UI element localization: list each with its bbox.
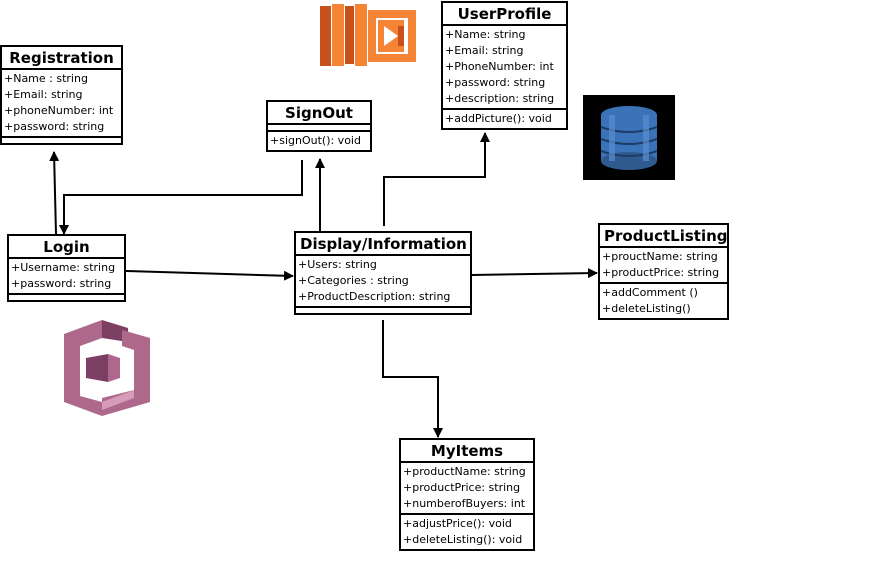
attribute: +password: string	[4, 120, 105, 133]
arrow-login-to-display	[125, 270, 294, 281]
arrow-display-to-userprofile	[383, 132, 490, 226]
attribute: +ProductDescription: string	[298, 290, 451, 303]
attribute: +password: string	[11, 277, 112, 290]
class-signout: SignOut +signOut(): void	[266, 100, 372, 152]
aws-cognito-icon	[62, 318, 152, 423]
class-login-attributes: +Username: string +password: string	[9, 259, 124, 293]
aws-dynamodb-icon	[583, 95, 675, 185]
attribute: +PhoneNumber: int	[445, 60, 554, 73]
class-userprofile-methods: +addPicture(): void	[443, 108, 566, 128]
class-login-name: Login	[9, 236, 124, 259]
class-registration: Registration +Name : string +Email: stri…	[0, 45, 123, 145]
method: +addPicture(): void	[445, 112, 552, 125]
attribute: +Email: string	[4, 88, 83, 101]
class-display-information: Display/Information +Users: string +Cate…	[294, 231, 472, 315]
class-display-attributes: +Users: string +Categories : string +Pro…	[296, 256, 470, 306]
class-myitems-name: MyItems	[401, 440, 533, 463]
attribute: +Users: string	[298, 258, 377, 271]
class-myitems-attributes: +productName: string +productPrice: stri…	[401, 463, 533, 513]
attribute: +password: string	[445, 76, 546, 89]
class-registration-name: Registration	[2, 47, 121, 70]
arrow-login-to-registration	[49, 151, 60, 235]
class-userprofile-name: UserProfile	[443, 3, 566, 26]
class-login-methods	[9, 293, 124, 300]
attribute: +Email: string	[445, 44, 524, 57]
arrow-display-to-productlisting	[471, 268, 598, 279]
method: +deleteListing(): void	[403, 533, 523, 546]
class-myitems-methods: +adjustPrice(): void +deleteListing(): v…	[401, 513, 533, 549]
attribute: +productPrice: string	[403, 481, 521, 494]
class-myitems: MyItems +productName: string +productPri…	[399, 438, 535, 551]
class-productlisting: ProductListing +prouctName: string +prod…	[598, 223, 729, 320]
class-display-methods	[296, 306, 470, 313]
attribute: +phoneNumber: int	[4, 104, 114, 117]
attribute: +Name : string	[4, 72, 88, 85]
attribute: +Categories : string	[298, 274, 409, 287]
attribute: +prouctName: string	[602, 250, 718, 263]
method: +adjustPrice(): void	[403, 517, 512, 530]
class-login: Login +Username: string +password: strin…	[7, 234, 126, 302]
aws-lambda-icon	[318, 2, 418, 73]
class-productlisting-methods: +addComment () +deleteListing()	[600, 282, 727, 318]
class-registration-attributes: +Name : string +Email: string +phoneNumb…	[2, 70, 121, 136]
attribute: +Name: string	[445, 28, 526, 41]
attribute: +Username: string	[11, 261, 116, 274]
class-productlisting-name: ProductListing	[600, 225, 728, 248]
class-registration-methods	[2, 136, 121, 143]
method: +addComment ()	[602, 286, 698, 299]
method: +deleteListing()	[602, 302, 691, 315]
method: +signOut(): void	[270, 134, 361, 147]
arrow-display-to-myitems	[382, 320, 443, 438]
attribute: +productPrice: string	[602, 266, 720, 279]
attribute: +description: string	[445, 92, 555, 105]
class-productlisting-attributes: +prouctName: string +productPrice: strin…	[600, 248, 727, 282]
arrow-signout-to-login	[59, 160, 303, 235]
class-userprofile-attributes: +Name: string +Email: string +PhoneNumbe…	[443, 26, 566, 108]
attribute: +numberofBuyers: int	[403, 497, 526, 510]
class-signout-methods: +signOut(): void	[268, 130, 370, 150]
class-display-name: Display/Information	[296, 233, 470, 256]
class-userprofile: UserProfile +Name: string +Email: string…	[441, 1, 568, 130]
class-signout-name: SignOut	[268, 102, 370, 125]
attribute: +productName: string	[403, 465, 526, 478]
